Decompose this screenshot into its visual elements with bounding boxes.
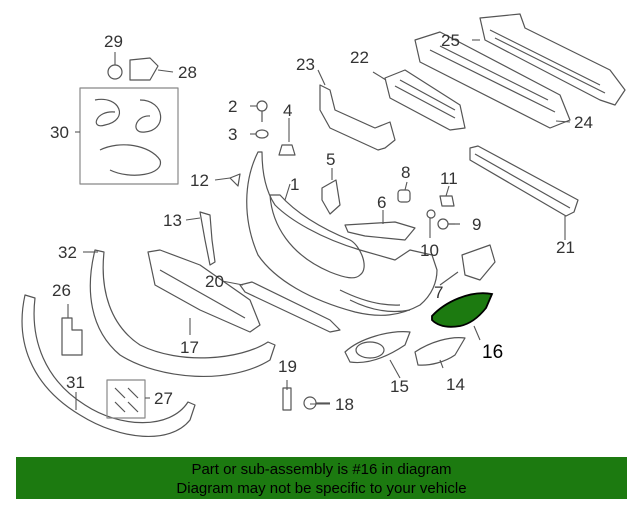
info-banner: Part or sub-assembly is #16 in diagram D… xyxy=(16,457,627,499)
callout-9: 9 xyxy=(472,215,481,234)
part-31-spoiler xyxy=(21,294,196,437)
part-23-support xyxy=(319,84,396,151)
part-20-molding xyxy=(239,281,341,333)
part-7-bracket xyxy=(461,244,496,281)
callout-10: 10 xyxy=(420,241,439,260)
part-15-fog-bezel xyxy=(344,331,411,364)
part-19-clip xyxy=(282,387,292,411)
callout-17: 17 xyxy=(180,338,199,357)
part-11-clip xyxy=(439,195,455,207)
callout-29: 29 xyxy=(104,32,123,51)
part-21-lower-grille xyxy=(469,145,579,217)
callout-23: 23 xyxy=(296,55,315,74)
part-25-reinforcement-beam xyxy=(479,13,626,106)
callout-19: 19 xyxy=(278,357,297,376)
callout-14: 14 xyxy=(446,375,465,394)
part-27-fastener-set xyxy=(106,379,146,419)
callout-30: 30 xyxy=(50,123,69,142)
callout-5: 5 xyxy=(326,150,335,169)
banner-line-2: Diagram may not be specific to your vehi… xyxy=(176,480,467,497)
callout-12: 12 xyxy=(190,171,209,190)
callout-13: 13 xyxy=(163,211,182,230)
parts-diagram: 1 2 3 4 5 6 7 8 9 10 11 12 13 14 15 16 1… xyxy=(21,13,626,437)
part-8-clip xyxy=(397,189,411,203)
part-26-bracket xyxy=(61,317,83,356)
callout-18: 18 xyxy=(335,395,354,414)
callout-25: 25 xyxy=(441,31,460,50)
part-30-wiring-harness xyxy=(79,87,179,185)
callout-27: 27 xyxy=(154,389,173,408)
callout-16: 16 xyxy=(482,342,503,363)
callout-8: 8 xyxy=(401,163,410,182)
callout-11: 11 xyxy=(440,169,458,188)
part-24-impact-absorber xyxy=(414,31,571,129)
part-4-clip xyxy=(278,144,296,156)
part-14-cover xyxy=(414,337,466,366)
callout-20: 20 xyxy=(205,272,224,291)
part-13-bracket xyxy=(199,211,216,266)
part-17-grille xyxy=(147,249,261,333)
part-1-bumper-cover xyxy=(246,151,438,316)
part-22-bracket xyxy=(384,69,466,131)
callout-32: 32 xyxy=(58,243,77,262)
callout-31: 31 xyxy=(66,373,85,392)
callout-4: 4 xyxy=(283,101,292,120)
callout-7: 7 xyxy=(434,283,443,302)
part-3-clip xyxy=(255,129,269,139)
callout-3: 3 xyxy=(228,125,237,144)
part-16-highlighted[interactable] xyxy=(431,292,494,328)
callout-6: 6 xyxy=(377,193,386,212)
part-5-bracket xyxy=(321,179,341,215)
banner-line-1: Part or sub-assembly is #16 in diagram xyxy=(191,461,452,478)
callout-22: 22 xyxy=(350,48,369,67)
part-28-parking-sensor xyxy=(129,57,159,81)
part-32-lower-bumper xyxy=(89,249,276,378)
part-12-clip xyxy=(229,173,241,187)
part-18-screw xyxy=(303,396,330,410)
callout-1: 1 xyxy=(290,175,299,194)
callout-15: 15 xyxy=(390,377,409,396)
part-29-sensor-ring xyxy=(107,64,123,80)
callout-21: 21 xyxy=(556,238,575,257)
callout-labels: 1 2 3 4 5 6 7 8 9 10 11 12 13 14 15 16 1… xyxy=(50,31,593,414)
callout-2: 2 xyxy=(228,97,237,116)
leader-lines xyxy=(67,39,571,410)
part-10-nut xyxy=(426,209,436,219)
callout-24: 24 xyxy=(574,113,593,132)
part-2-screw xyxy=(256,100,268,122)
callout-28: 28 xyxy=(178,63,197,82)
part-6-bracket xyxy=(344,221,416,241)
callout-26: 26 xyxy=(52,281,71,300)
